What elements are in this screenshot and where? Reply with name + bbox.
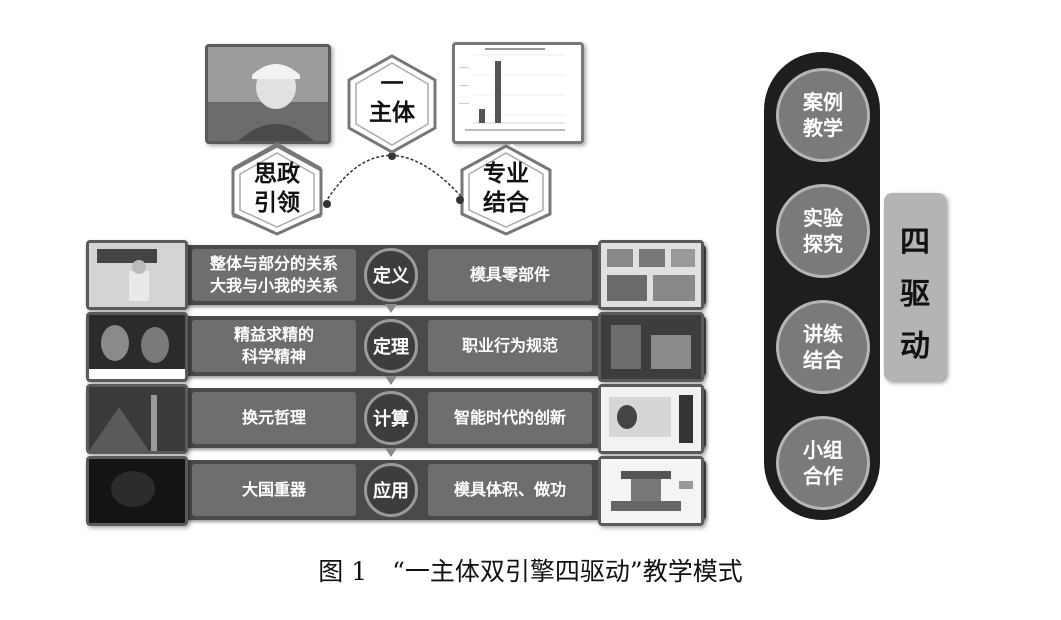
four-drives-char-2: 驱	[900, 277, 930, 312]
row1-center-circle: 定义	[364, 248, 418, 302]
right-hexagon-shape	[460, 144, 552, 236]
worker-photo	[205, 44, 331, 144]
right-dot	[456, 196, 464, 204]
row1-left-text: 整体与部分的关系 大我与小我的关系	[192, 249, 356, 301]
row3-right-photo	[598, 384, 704, 454]
arc-dot	[388, 152, 396, 160]
center-hex-label: 一 主体	[369, 71, 415, 126]
worker-photo-illustration	[208, 47, 328, 141]
row3-left-text: 换元哲理	[192, 392, 356, 444]
down-arrow-2	[385, 376, 397, 385]
row4-center-circle: 应用	[364, 463, 418, 517]
center-hexagon	[347, 54, 437, 154]
four-drives-char-3: 动	[900, 329, 930, 364]
right-hex-label: 专业 结合	[483, 161, 529, 216]
left-hexagon-shape	[231, 144, 323, 236]
row2-left-photo	[86, 312, 188, 382]
row2-right-text: 职业行为规范	[428, 320, 592, 372]
row3-left-photo	[86, 384, 188, 454]
method-group-work: 小组合作	[776, 416, 870, 510]
row2-left-text: 精益求精的 科学精神	[192, 320, 356, 372]
row4-left-text: 大国重器	[192, 464, 356, 516]
row2-right-photo	[598, 312, 704, 382]
row4-right-text: 模具体积、做功	[428, 464, 592, 516]
four-drives-char-1: 四	[900, 225, 930, 260]
row1-right-text: 模具零部件	[428, 249, 592, 301]
left-dot	[323, 200, 331, 208]
row1-right-photo	[598, 240, 704, 310]
connector-arc	[324, 154, 468, 204]
method-practice: 讲练结合	[776, 300, 870, 394]
row3-right-text: 智能时代的创新	[428, 392, 592, 444]
down-arrow-3	[385, 448, 397, 457]
figure-caption: 图 1 “一主体双引擎四驱动”教学模式	[318, 557, 743, 586]
left-hex-label: 思政 引领	[254, 161, 300, 216]
bar-chart-screenshot	[452, 42, 584, 144]
mini-bar-chart	[459, 48, 565, 131]
down-arrow-1	[385, 304, 397, 313]
row4-left-photo	[86, 456, 188, 526]
method-case-teaching: 案例教学	[776, 68, 870, 162]
row1-left-photo	[86, 240, 188, 310]
method-experiment: 实验探究	[776, 184, 870, 278]
row3-center-circle: 计算	[364, 391, 418, 445]
four-drives-tab: 四 驱 动	[884, 193, 946, 381]
row2-center-circle: 定理	[364, 319, 418, 373]
row4-right-photo	[598, 456, 704, 526]
